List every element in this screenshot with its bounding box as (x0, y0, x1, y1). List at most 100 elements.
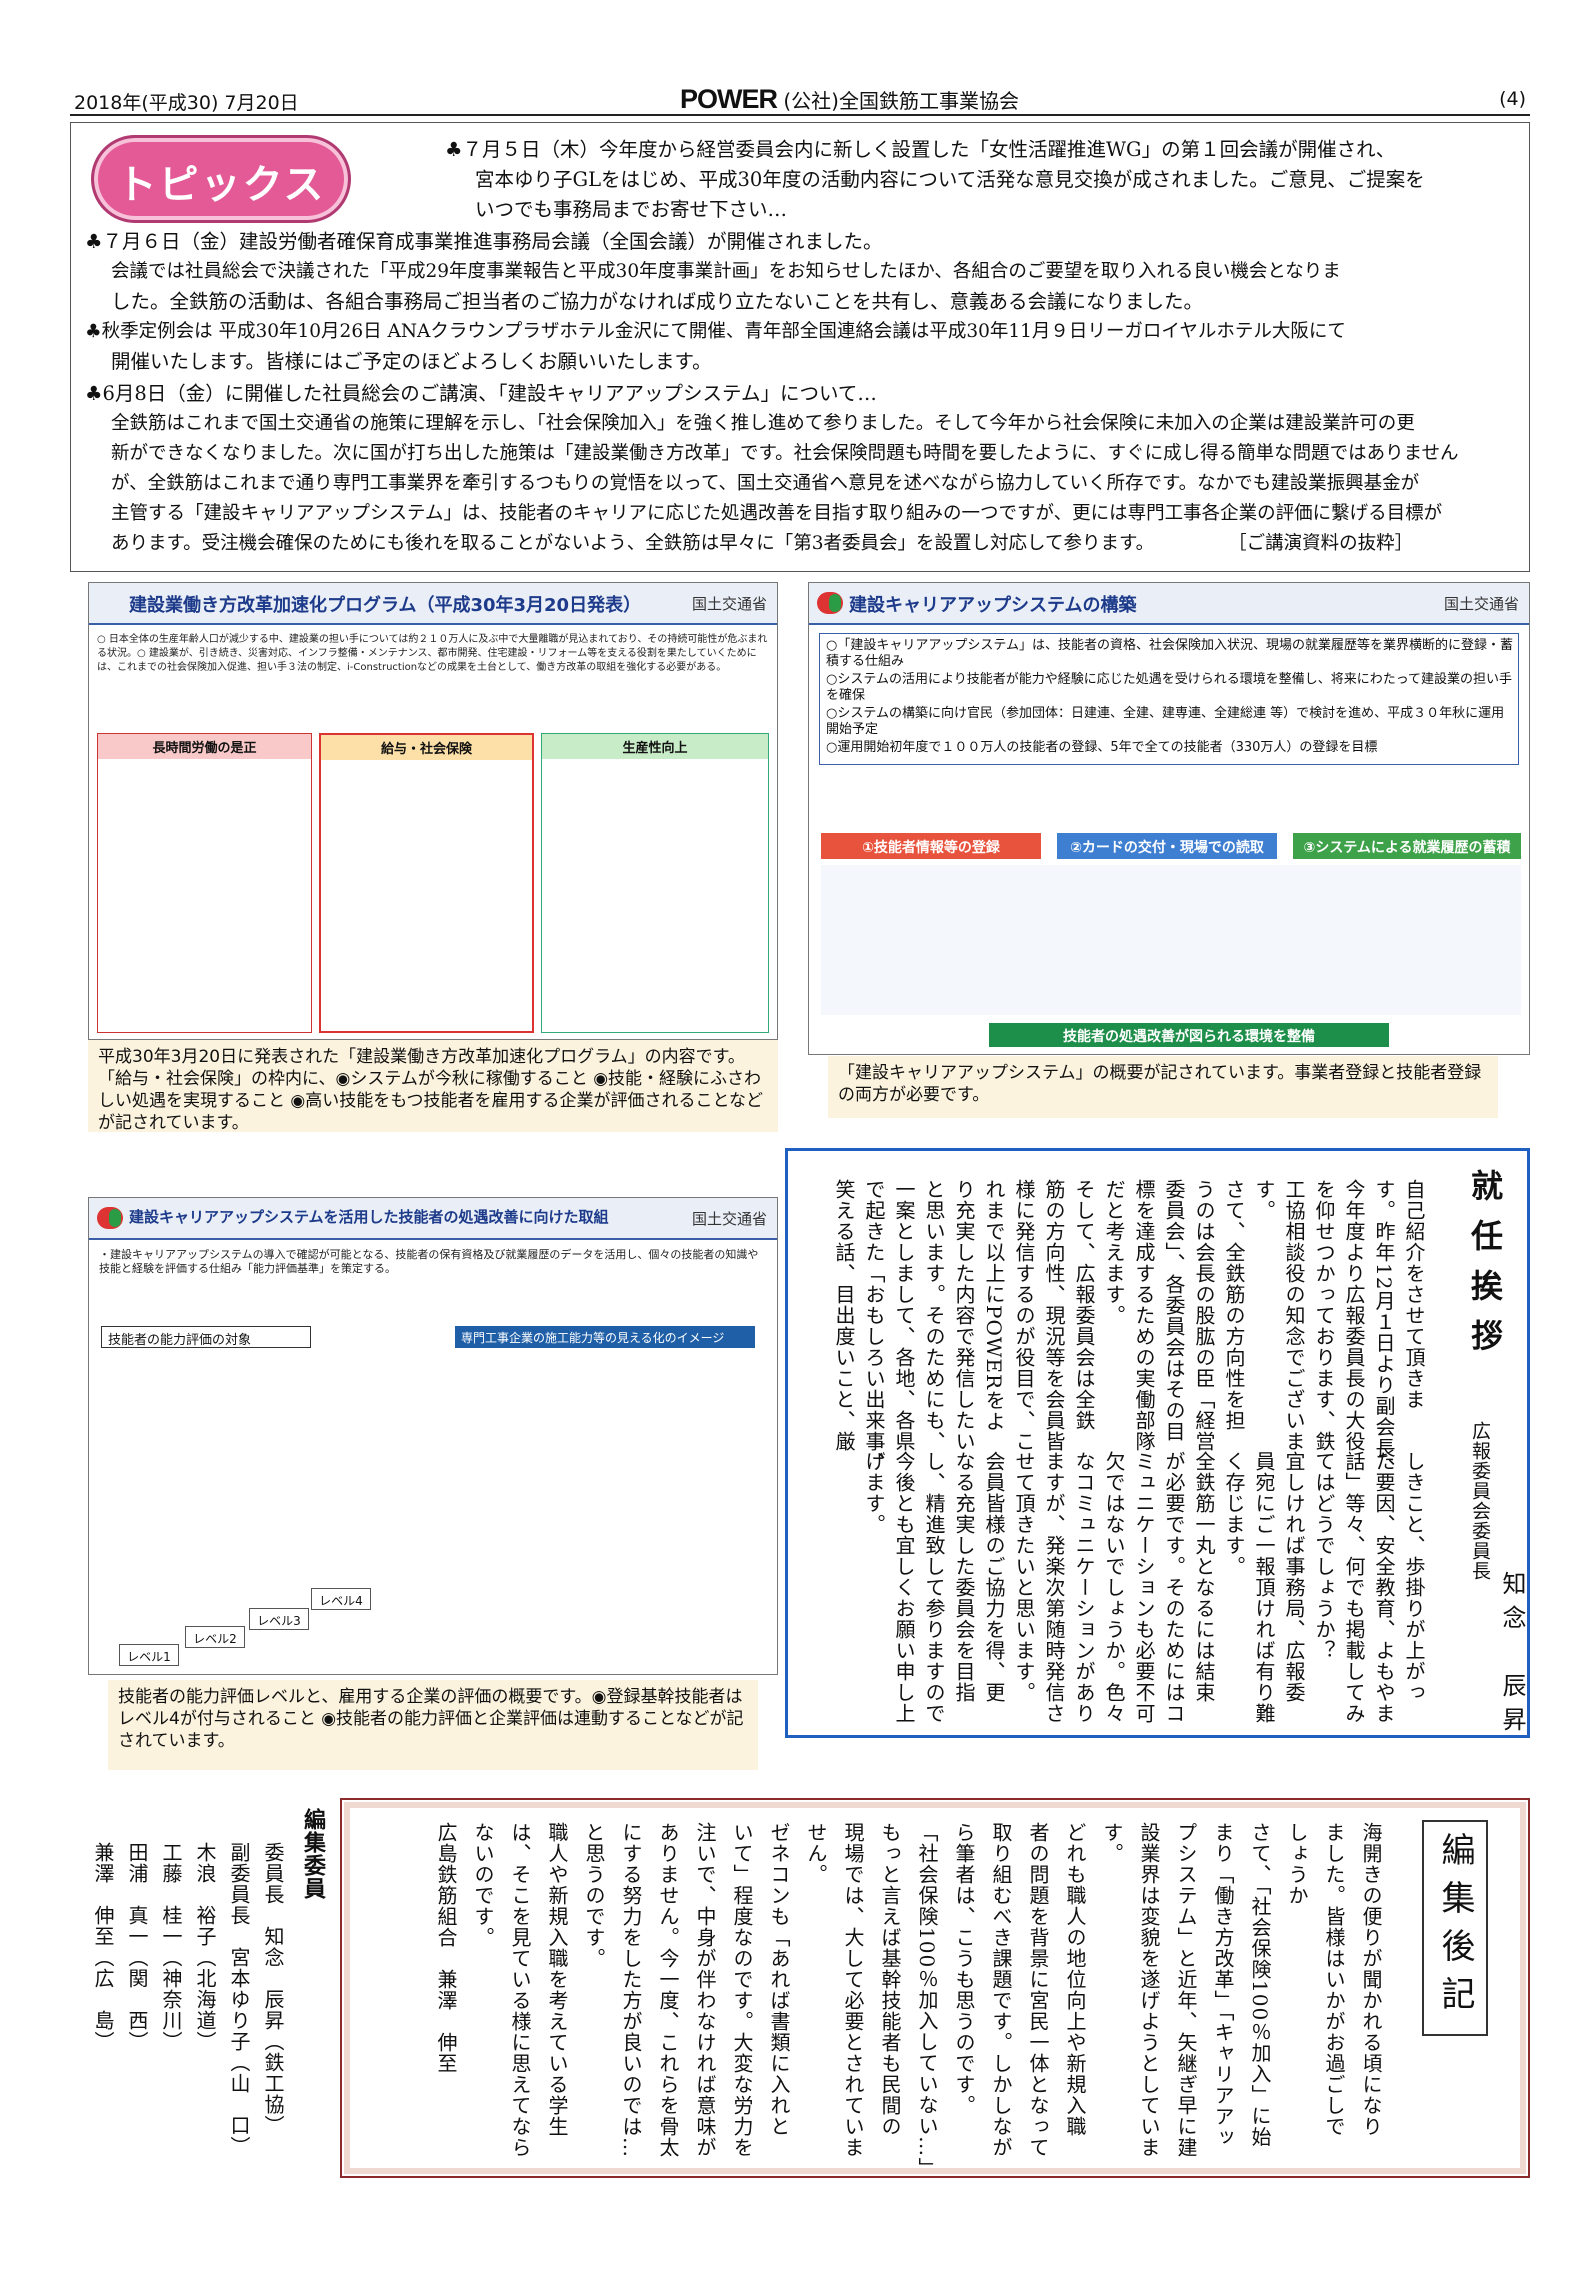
postscript-column: しょうか (1285, 1822, 1309, 1906)
greeting-column: うのは会長の股肱の臣「経営 (1192, 1179, 1216, 1452)
figure-intro: ○ 日本全体の生産年齢人口が減少する中、建設業の担い手については約２１０万人に及… (97, 634, 768, 673)
postscript-column: まり「働き方改革」「キャリアアッ (1211, 1822, 1235, 2148)
postscript-column: 者の問題を背景に宮民一体となって (1026, 1822, 1050, 2158)
publication-title: POWER (公社)全国鉄筋工事業協会 (680, 84, 1019, 115)
topics-badge-label: トピックス (116, 162, 326, 208)
editor-entry: 兼澤 伸至（広 島） (91, 1842, 115, 2052)
topic-line: ♣７月６日（金）建設労働者確保育成事業推進事務局会議（全国会議）が開催されました… (85, 230, 883, 253)
step-label: ①技能者情報等の登録 (821, 833, 1041, 859)
greeting-column: が必要です。そのためにはコ (1162, 1451, 1186, 1724)
postscript-column: 「社会保険100％加入していない…」 (915, 1822, 939, 2179)
postscript-column: 設業界は変貌を遂げようとしていま (1137, 1822, 1161, 2158)
mlit-logo-icon (817, 592, 843, 614)
greeting-column: てはどうでしょうか？ (1312, 1451, 1336, 1661)
postscript-column: 取り組むべき課題です。しかしなが (989, 1822, 1013, 2158)
editor-entry: 工藤 桂一（神奈川） (159, 1842, 183, 2052)
postscript-column: プシステム」と近年、矢継ぎ早に建 (1174, 1822, 1198, 2158)
point-item: ○システムの構築に向け官民（参加団体：日建連、全建、建専連、全建総連 等）で検討… (826, 706, 1505, 737)
greeting-column: 一案としまして、各地、各県 (892, 1179, 916, 1452)
greeting-column: 委員会」、各委員会はその目 (1162, 1179, 1186, 1442)
page-header: 2018年(平成30) 7月20日 POWER (公社)全国鉄筋工事業協会 (4… (70, 84, 1530, 116)
greeting-column: す。昨年12月１日より副会長、 (1372, 1179, 1396, 1480)
postscript-column: にする努力をした方が良いのでは… (619, 1822, 643, 2158)
column-box: 給与・社会保険 (319, 733, 534, 1033)
column-heading: 長時間労働の是正 (98, 734, 311, 759)
greeting-column: 今年度より広報委員長の大役 (1342, 1179, 1366, 1452)
postscript-column: もっと言えば基幹技能者も民間の (878, 1822, 902, 2137)
editor-entry: 木浪 裕子（北海道） (193, 1842, 217, 2052)
greeting-column: く存じます。 (1222, 1451, 1246, 1577)
greeting-column: 員宛にご一報頂ければ有り難 (1252, 1451, 1276, 1724)
column-box: 生産性向上 (541, 733, 769, 1033)
greeting-column: なコミュニケーションがあり (1072, 1451, 1096, 1724)
level-badge: レベル4 (311, 1588, 371, 1610)
postscript-column: ゼネコンも「あれば書類に入れと (767, 1822, 791, 2137)
greeting-column: 標を達成するための実働部隊 (1132, 1179, 1156, 1452)
step-label: ②カードの交付・現場での読取 (1057, 833, 1277, 859)
greeting-column: 筋の方向性、現況等を会員皆 (1042, 1179, 1066, 1452)
greeting-column: し、精進致して参りますので (922, 1451, 946, 1724)
column-box: 長時間労働の是正 (97, 733, 312, 1033)
box-label: 技能者の能力評価の対象 (101, 1326, 311, 1348)
greeting-column: 欠ではないでしょうか。色々 (1102, 1451, 1126, 1724)
greeting-column: せて頂きたいと思います。 (1012, 1451, 1036, 1703)
greeting-column: 話」等々、何でも掲載してみ (1342, 1451, 1366, 1724)
mlit-logo-icon (97, 1207, 123, 1229)
postscript-section: 編集後記 海開きの便りが聞かれる頃になりました。皆様はいかがお過ごしでしょうかさ… (340, 1798, 1530, 2178)
figure-footer: 技能者の処遇改善が図られる環境を整備 (989, 1023, 1389, 1047)
ministry-label: 国土交通省 (691, 595, 767, 613)
point-item: ○運用開始初年度で１００万人の技能者の登録、5年で全ての技能者（330万人）の登… (826, 740, 1378, 755)
topic-line: した。全鉄筋の活動は、各組合事務局ご担当者のご協力がなければ成り立たないことを共… (111, 290, 1204, 313)
greeting-column: そして、広報委員会は全鉄 (1072, 1179, 1096, 1431)
illustration-area (821, 865, 1521, 1015)
greeting-column: げます。 (862, 1451, 886, 1535)
greeting-column: す。 (1252, 1179, 1276, 1221)
points-box: ○「建設キャリアアップシステム」は、技能者の資格、社会保険加入状況、現場の就業履… (819, 633, 1519, 765)
figure-caption: 「建設キャリアアップシステム」の概要が記されています。事業者登録と技能者登録の両… (828, 1056, 1498, 1118)
postscript-column: 広島鉄筋組合 兼澤 伸至 (434, 1822, 458, 2074)
greeting-section: 就任挨拶 広報委員会委員長 知念 辰昇 自己紹介をさせて頂きます。昨年12月１日… (785, 1148, 1530, 1741)
org-name: (公社)全国鉄筋工事業協会 (783, 89, 1019, 113)
greeting-column: 全鉄筋一丸となるには結束 (1192, 1451, 1216, 1703)
greeting-column: なる充実した委員会を目指 (952, 1451, 976, 1703)
greeting-column: を仰せつかっております、鉄 (1312, 1179, 1336, 1452)
greeting-column: 会員皆様のご協力を得、更 (982, 1451, 1006, 1703)
postscript-column: ないのです。 (471, 1822, 495, 1948)
topic-line: ♣秋季定例会は 平成30年10月26日 ANAクラウンプラザホテル金沢にて開催、… (85, 321, 1346, 342)
postscript-column: す。 (1100, 1822, 1124, 1864)
figure-intro: ・建設キャリアアップシステムの導入で確認が可能となる、技能者の保有資格及び就業履… (99, 1248, 759, 1275)
greeting-column: 今後とも宜しくお願い申し上 (892, 1451, 916, 1724)
postscript-column: 海開きの便りが聞かれる頃になり (1359, 1822, 1383, 2137)
postscript-column: ました。皆様はいかがお過ごしで (1322, 1822, 1346, 2137)
greeting-column: で起きた「おもしろい出来事、 (862, 1179, 886, 1473)
greeting-column: しきこと、歩掛りが上がっ (1402, 1451, 1426, 1703)
topic-line: が、全鉄筋はこれまで通り専門工事業界を牽引するつもりの覚悟を以って、国土交通省へ… (111, 473, 1420, 494)
postscript-column: せん。 (804, 1822, 828, 1885)
topic-line: 会議では社員総会で決議された「平成29年度事業報告と平成30年度事業計画」をお知… (111, 261, 1341, 282)
editor-entry: 委員長 知念 辰昇（鉄工協） (261, 1842, 285, 2136)
greeting-column: と思います。そのためにも、 (922, 1179, 946, 1452)
greeting-column: 笑える話、目出度いこと、厳 (832, 1179, 856, 1452)
editors-title: 編集委員 (300, 1808, 326, 1900)
level-badge: レベル2 (185, 1626, 245, 1648)
greeting-title: 就任挨拶 (1466, 1169, 1504, 1369)
figure-title: 建設キャリアアップシステムの構築 (849, 595, 1137, 616)
greeting-column: り充実した内容で発信したい (952, 1179, 976, 1452)
ministry-label: 国土交通省 (1443, 595, 1519, 613)
topics-badge: トピックス (91, 135, 351, 223)
topic-line: ♣6月8日（金）に開催した社員総会のご講演、「建設キャリアアップシステム」につい… (85, 382, 877, 405)
ministry-label: 国土交通省 (691, 1210, 767, 1228)
figure-title: 建設業働き方改革加速化プログラム（平成30年3月20日発表） (129, 595, 642, 616)
postscript-column: ら筆者は、こうも思うのです。 (952, 1822, 976, 2116)
greeting-column: た要因、安全教育、よもやま (1372, 1451, 1396, 1724)
topic-line: 宮本ゆり子GLをはじめ、平成30年度の活動内容について活発な意見交換が成されまし… (475, 168, 1425, 191)
postscript-column: さて、「社会保険100％加入」に始 (1248, 1822, 1272, 2148)
greeting-column: 工協相談役の知念でございま (1282, 1179, 1306, 1452)
postscript-column: 現場では、大して必要とされていま (841, 1822, 865, 2158)
topic-line: 全鉄筋はこれまで国土交通省の施策に理解を示し、「社会保険加入」を強く推し進めて参… (111, 413, 1415, 434)
greeting-column: ミュニケーションも必要不可 (1132, 1451, 1156, 1724)
level-badge: レベル3 (249, 1608, 309, 1630)
figure-caption: 技能者の能力評価レベルと、雇用する企業の評価の概要です。◉登録基幹技能者はレベル… (108, 1680, 758, 1770)
step-label: ③システムによる就業履歴の蓄積 (1293, 833, 1521, 859)
postscript-column: 注いで、中身が伴わなければ意味が (693, 1822, 717, 2158)
